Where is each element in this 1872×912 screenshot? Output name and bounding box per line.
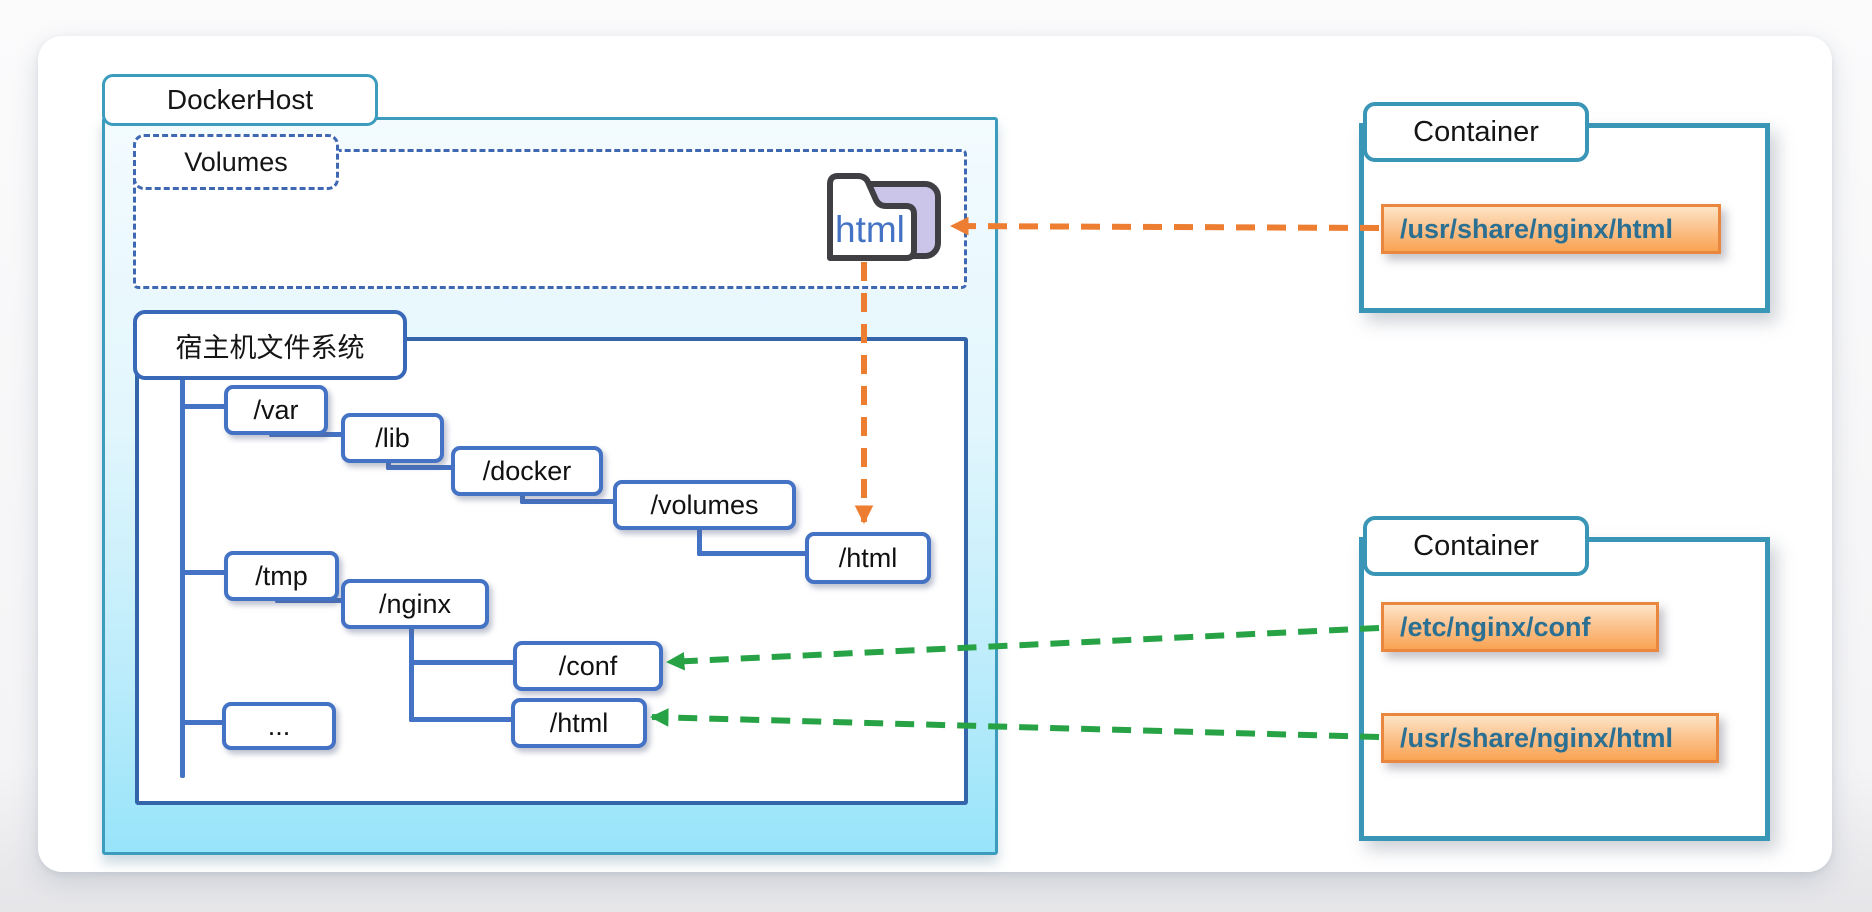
tree-elbow-volumes-h [697,551,810,556]
tree-node-lib: /lib [341,413,444,463]
tree-nginx-vertical [409,621,414,722]
container-bottom-mount-html: /usr/share/nginx/html [1381,713,1719,763]
tree-branch-conf [409,660,518,665]
container-top-mount-html: /usr/share/nginx/html [1381,204,1721,254]
tree-branch-html2 [409,717,516,722]
tree-elbow-docker-v [520,488,525,504]
tree-elbow-docker-h [520,499,618,504]
container-bottom-box [1359,537,1770,841]
tree-node-volumes: /volumes [613,480,796,530]
container-bottom-mount-conf: /etc/nginx/conf [1381,602,1659,652]
tree-branch-var [180,404,228,409]
tree-elbow-volumes-v [697,522,702,556]
tree-branch-more [180,720,226,725]
container-bottom-label: Container [1363,516,1589,576]
folder-icon: html [827,173,941,261]
tree-node-more: ... [222,702,336,750]
tree-branch-tmp [180,570,228,575]
tree-elbow-lib-h [386,465,456,470]
tree-node-docker: /docker [451,446,603,496]
container-top-label: Container [1363,102,1589,162]
volumes-label: Volumes [133,134,339,190]
tree-node-tmp: /tmp [224,551,339,601]
tree-node-nginx: /nginx [341,579,489,629]
tree-node-html-volumes: /html [805,532,931,584]
dockerhost-label: DockerHost [102,74,378,126]
tree-node-html-nginx: /html [511,698,647,748]
tree-node-var: /var [224,385,328,435]
host-filesystem-label: 宿主机文件系统 [133,310,407,380]
tree-node-conf: /conf [513,641,663,691]
folder-label: html [835,209,905,250]
